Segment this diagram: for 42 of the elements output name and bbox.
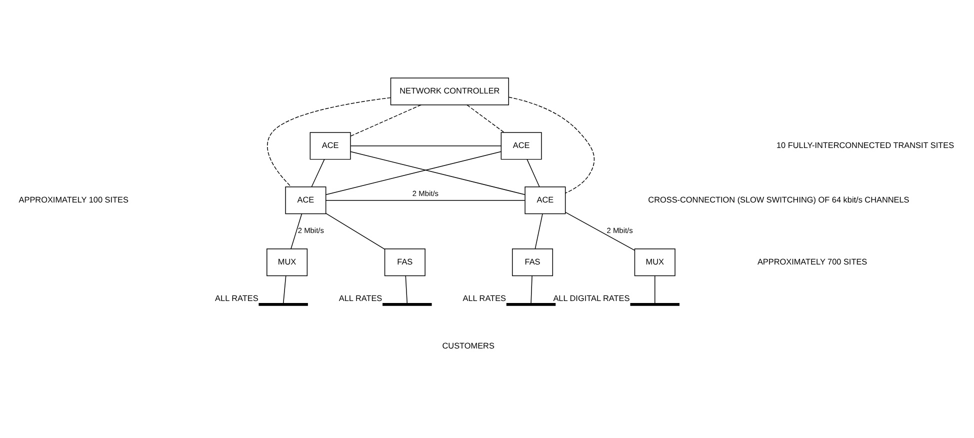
edge-label: 2 Mbit/s [412,188,438,198]
node-box: FAS [512,248,554,276]
node-bar [258,302,308,306]
connector [311,159,325,188]
connector [350,104,422,136]
node-label: ALL RATES [462,294,506,303]
connector [466,104,505,133]
connector [565,212,635,251]
connector [508,96,595,194]
node-bar [382,302,432,306]
connector [350,151,526,195]
label: CROSS-CONNECTION (SLOW SWITCHING) OF 64 kbit/s CHANNELS [648,195,910,204]
connector [267,97,392,188]
node-box: ACE [310,132,351,160]
connector [526,159,540,188]
node-box: MUX [634,248,676,276]
connector [326,213,385,250]
node-box: ACE [500,132,542,160]
node-bar [506,302,556,306]
connector [654,276,656,304]
edge-label: 2 Mbit/s [298,226,324,236]
node-bar [630,302,680,306]
label: APPROXIMATELY 100 SITES [18,195,128,204]
edge-label: 2 Mbit/s [606,226,633,236]
label: 10 FULLY-INTERCONNECTED TRANSIT SITES [776,140,954,150]
node-box: MUX [266,248,308,276]
connector [282,276,286,304]
label: APPROXIMATELY 700 SITES [757,257,868,266]
node-box: ACE [285,186,326,214]
node-label: ALL RATES [338,294,382,303]
connector [530,276,532,304]
connector [534,214,543,250]
node-box: ACE [524,186,566,214]
node-box: NETWORK CONTROLLER [390,78,509,106]
node-box: FAS [384,248,426,276]
connector [326,151,502,195]
connector [405,276,408,304]
connector [326,200,526,201]
connector [290,214,302,250]
node-label: ALL DIGITAL RATES [553,294,630,303]
label: CUSTOMERS [442,342,494,351]
node-label: ALL RATES [215,294,258,303]
